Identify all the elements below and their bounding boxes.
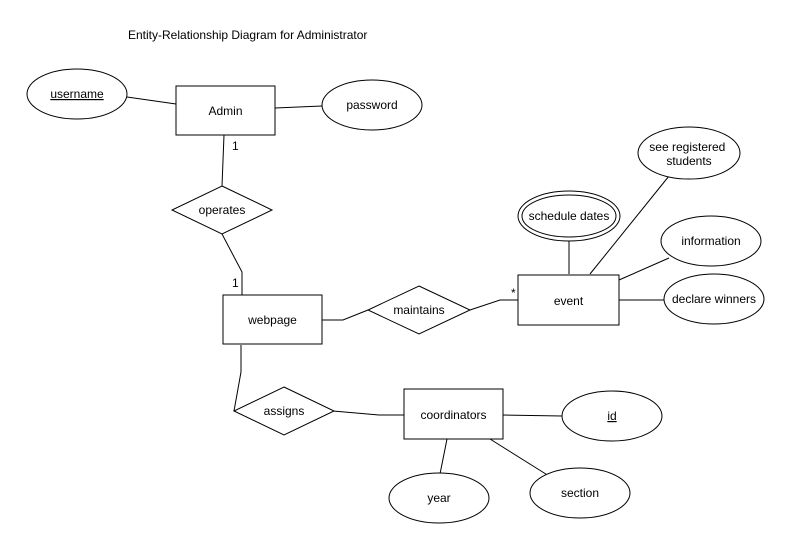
relationship-assigns-label: assigns <box>264 404 305 418</box>
line-admin-operates <box>221 134 225 187</box>
attribute-id[interactable]: id <box>561 390 663 442</box>
entity-event[interactable]: event <box>517 274 620 326</box>
connector-lines <box>126 96 670 477</box>
relationship-operates-label: operates <box>199 203 246 217</box>
line-coordinators-id <box>502 414 563 417</box>
relationship-assigns[interactable]: assigns <box>232 386 336 436</box>
attribute-year[interactable]: year <box>388 472 490 524</box>
attribute-see-registered-students[interactable]: see registered students <box>637 126 741 180</box>
attribute-year-label: year <box>427 491 450 505</box>
attribute-username[interactable]: username <box>26 68 128 120</box>
attribute-schedule-dates[interactable]: schedule dates <box>517 190 621 242</box>
line-coordinators-section <box>489 438 550 477</box>
entity-event-label: event <box>554 294 584 308</box>
attribute-password-label: password <box>346 98 397 112</box>
line-admin-password <box>274 105 323 109</box>
attribute-declare-winners-label: declare winners <box>672 292 756 306</box>
entity-coordinators-label: coordinators <box>420 408 486 422</box>
line-assigns-coordinators <box>332 410 404 416</box>
line-registered-event <box>589 175 670 275</box>
line-username-admin <box>126 96 177 105</box>
line-operates-webpage <box>221 233 243 295</box>
relationship-maintains[interactable]: maintains <box>366 285 472 335</box>
attribute-section[interactable]: section <box>529 467 631 519</box>
entity-webpage[interactable]: webpage <box>222 294 323 345</box>
attribute-see-registered-students-label: see registered students <box>649 140 728 168</box>
entity-admin-label: Admin <box>208 104 242 118</box>
attribute-information[interactable]: information <box>660 215 762 267</box>
line-webpage-maintains <box>322 309 369 321</box>
attribute-information-label: information <box>681 234 740 248</box>
relationship-maintains-label: maintains <box>393 303 444 317</box>
attribute-section-label: section <box>561 486 599 500</box>
cardinality-maintains-event: * <box>511 286 516 300</box>
cardinality-operates-webpage: 1 <box>232 276 239 290</box>
attribute-id-label: id <box>607 409 616 423</box>
entity-admin[interactable]: Admin <box>175 85 276 136</box>
attribute-username-label: username <box>50 87 104 101</box>
line-information-event <box>618 257 670 281</box>
attribute-schedule-dates-label: schedule dates <box>529 209 610 223</box>
entity-webpage-label: webpage <box>247 313 297 327</box>
diagram-title: Entity-Relationship Diagram for Administ… <box>128 28 367 42</box>
attribute-see-registered-line-2: students <box>666 154 711 168</box>
line-coordinators-year <box>439 438 448 475</box>
attribute-see-registered-line-1: see registered <box>649 140 725 154</box>
line-webpage-assigns <box>233 345 242 412</box>
relationship-operates[interactable]: operates <box>170 185 274 235</box>
line-maintains-event <box>469 299 518 311</box>
attribute-password[interactable]: password <box>321 79 423 131</box>
attribute-declare-winners[interactable]: declare winners <box>663 273 765 325</box>
cardinality-admin-operates: 1 <box>232 139 239 153</box>
entity-coordinators[interactable]: coordinators <box>403 388 504 440</box>
